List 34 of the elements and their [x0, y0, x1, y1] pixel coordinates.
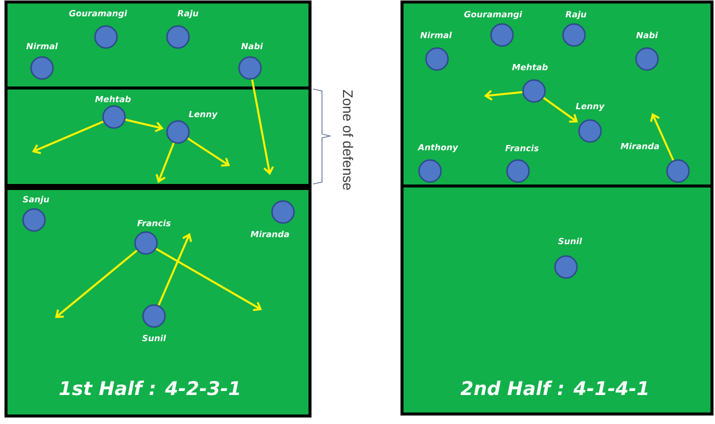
arrow	[187, 138, 230, 167]
arrow	[542, 97, 578, 123]
player-name: Nabi	[241, 42, 263, 50]
player-name: Gouramangi	[69, 10, 128, 18]
arrow	[251, 79, 274, 175]
arrow	[156, 142, 175, 183]
player-name: Sunil	[558, 238, 582, 244]
formation-title: 2nd Half : 4-1-4-1	[460, 380, 648, 396]
player-name: Mehtab	[95, 96, 131, 102]
player-name: Miranda	[620, 142, 659, 150]
player-name: Anthony	[417, 144, 458, 152]
player-name: Sunil	[142, 334, 166, 342]
arrow	[32, 120, 104, 154]
player-name: Francis	[505, 144, 539, 152]
arrow	[125, 118, 164, 132]
player-name: Lenny	[576, 103, 605, 111]
arrow	[158, 233, 192, 306]
player-name: Raju	[566, 10, 586, 20]
arrow	[484, 90, 522, 101]
player-name: Gouramangi	[464, 10, 522, 20]
formation-title: 1st Half : 4-2-3-1	[60, 380, 240, 396]
player-name: Mehtab	[512, 64, 548, 70]
player-name: Sanju	[22, 196, 50, 204]
player-name: Lenny	[188, 111, 218, 119]
player-name: Nabi	[636, 32, 658, 38]
player-name: Miranda	[250, 230, 289, 238]
arrow	[650, 113, 674, 161]
player-name: Raju	[178, 10, 198, 18]
player-name: Nirmal	[420, 32, 452, 38]
arrow	[156, 248, 262, 312]
zone-label: Zone of defense	[342, 90, 354, 190]
arrow	[55, 250, 138, 318]
player-name: Francis	[137, 220, 171, 226]
player-name: Nirmal	[26, 42, 58, 50]
